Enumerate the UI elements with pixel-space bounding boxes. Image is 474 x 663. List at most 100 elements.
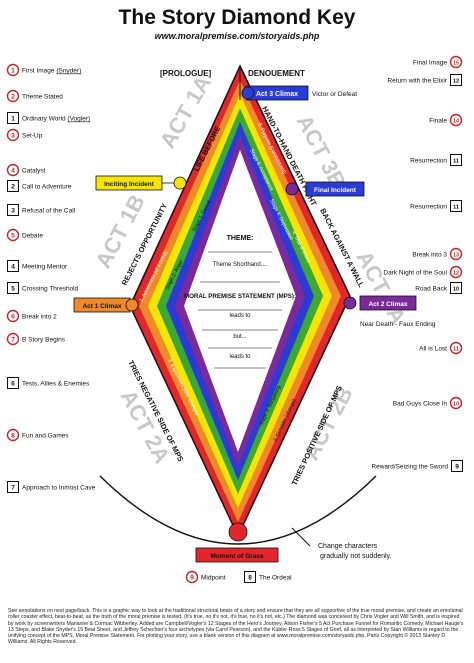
moment-of-grace-box: Moment of Grace [195, 547, 279, 563]
inciting-incident-box: Inciting Incident [95, 175, 163, 191]
but-label: but... [233, 334, 247, 340]
act1-climax-dot [125, 298, 139, 312]
act-3a-label: ACT 3A [352, 247, 411, 329]
left-annotation-text-2: Ordinary World (Vogler) [22, 116, 90, 123]
left-annotation-number-8: 4 [11, 264, 15, 271]
left-annotation-text-6: Refusal of the Call [22, 208, 76, 215]
left-annotation-marker-2 [7, 112, 19, 124]
left-annotation-marker-0 [6, 63, 20, 77]
mps-label: MORAL PREMISE STATEMENT (MPS): [184, 293, 296, 300]
left-annotation-marker-11 [6, 332, 20, 346]
left-annotation-source-2: (Vogler) [67, 116, 90, 123]
victor-label: Victor or Defeat [312, 91, 357, 98]
left-annotation-marker-12 [7, 377, 19, 389]
act3-climax-dot [241, 86, 255, 100]
left-annotation-number-13: 8 [11, 433, 15, 440]
left-annotation-number-3: 3 [11, 133, 15, 140]
left-annotation-text-0: First Image (Snyder) [22, 68, 81, 75]
final-incident-label: Final Incident [314, 187, 357, 194]
right-annotation-4: 11 Resurrection [410, 200, 462, 212]
right-annotation-number-1: 12 [453, 79, 459, 85]
bottom-annotation-number-0: 9 [190, 575, 194, 582]
left-annotation-number-9: 5 [11, 286, 15, 293]
right-annotation-marker-0 [449, 55, 463, 69]
right-annotation-marker-4 [450, 200, 462, 212]
theme-label: THEME: [227, 235, 254, 242]
bottom-annotation-text-1: The Ordeal [259, 575, 292, 582]
right-annotation-marker-9 [449, 396, 463, 410]
left-annotation-text-14: Approach to Inmost Cave [22, 485, 96, 492]
right-annotation-2: 14 Finale [429, 113, 463, 127]
left-annotation-marker-7 [6, 228, 20, 242]
final-incident-dot [285, 182, 299, 196]
left-annotation-number-14: 7 [11, 485, 15, 492]
moment-of-grace-dot [228, 522, 248, 542]
bottom-annotation-0: 9 Midpoint [185, 570, 226, 584]
near-death-label: Near Death - Faux Ending [360, 321, 436, 328]
left-annotation-text-4: Catalyst [22, 168, 46, 175]
right-annotation-text-9: Bad Guys Close In [393, 401, 448, 408]
right-annotation-marker-3 [450, 154, 462, 166]
change-note-pointer [291, 527, 311, 547]
right-annotation-marker-2 [449, 113, 463, 127]
right-annotation-marker-5 [449, 247, 463, 261]
left-annotation-text-12: Tests, Allies & Enemies [22, 381, 90, 388]
act2-climax-box: Act 2 Climax [359, 295, 417, 311]
right-annotation-text-0: Final Image [413, 60, 447, 67]
left-annotation-number-11: 7 [11, 337, 15, 344]
right-annotation-number-2: 14 [453, 119, 460, 125]
footer-notes: See annotations on next page/back. This … [8, 608, 464, 646]
right-annotation-number-4: 11 [453, 205, 459, 211]
left-annotation-text-5: Call to Adventure [22, 184, 72, 191]
left-annotation-number-10: 6 [11, 314, 15, 321]
final-incident-box: Final Incident [305, 181, 365, 197]
inciting-incident-dot [173, 176, 187, 190]
right-annotation-text-5: Break into 3 [412, 252, 447, 259]
right-annotation-number-7: 10 [453, 287, 459, 293]
left-annotation-text-9: Crossing Threshold [22, 286, 79, 293]
right-annotation-text-4: Resurrection [410, 204, 447, 211]
right-annotation-marker-7 [450, 282, 462, 294]
left-annotation-9: 5 Crossing Threshold [7, 282, 79, 294]
left-annotation-marker-5 [7, 180, 19, 192]
left-annotation-text-11: B Story Begins [22, 337, 66, 344]
left-annotation-3: 3 Set-Up [6, 128, 43, 142]
right-annotation-text-10: Reward/Seizing the Sword [371, 464, 448, 471]
right-annotation-text-2: Finale [429, 118, 447, 125]
act2-climax-label: Act 2 Climax [368, 301, 407, 308]
right-annotation-number-8: 11 [453, 347, 459, 353]
right-annotation-text-1: Return with the Elixir [387, 78, 447, 85]
right-annotation-10: 9 Reward/Seizing the Sword [371, 460, 463, 472]
gradual-change-arc [99, 475, 377, 545]
leads-to-label-2: leads to [229, 354, 251, 360]
theme-shorthand-label: Theme Shorthand.... [213, 262, 268, 268]
left-annotation-text-13: Fun and Games [22, 433, 69, 440]
right-annotation-number-10: 9 [455, 464, 459, 471]
right-annotation-text-3: Resurrection [410, 158, 447, 165]
right-annotation-marker-10 [451, 460, 463, 472]
right-annotation-marker-6 [449, 265, 463, 279]
change-note-line-2: gradually not suddenly. [320, 553, 392, 560]
left-annotation-marker-8 [7, 260, 19, 272]
left-annotation-number-7: 5 [11, 233, 15, 240]
right-annotation-0: 15 Final Image [413, 55, 463, 69]
change-note-line-1: Change characters [318, 543, 378, 550]
act2-climax-dot [343, 296, 357, 310]
left-annotation-text-3: Set-Up [22, 133, 43, 140]
right-annotation-1: 12 Return with the Elixir [387, 74, 462, 86]
act3-climax-box: Act 3 Climax [245, 85, 309, 101]
leads-to-label: leads to [229, 313, 251, 319]
right-annotation-number-0: 15 [453, 61, 459, 67]
right-annotation-text-7: Road Back [415, 286, 448, 293]
bottom-annotation-text-0: Midpoint [201, 575, 226, 582]
right-annotation-text-6: Dark Night of the Soul [383, 270, 447, 277]
